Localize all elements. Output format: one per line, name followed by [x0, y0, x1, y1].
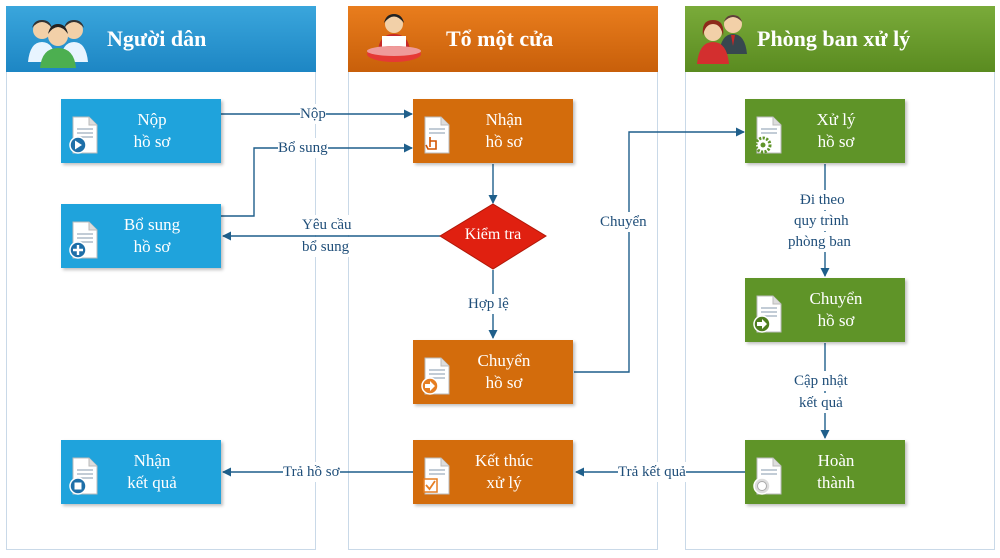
- node-label-line2: hồ sơ: [485, 373, 523, 392]
- node-label-line2: thành: [817, 473, 855, 492]
- edge-label-di-theo-3: phòng ban: [788, 232, 851, 252]
- add-doc-icon: [69, 221, 98, 259]
- done-doc-icon: [753, 457, 782, 495]
- node-label-line2: hồ sơ: [485, 132, 523, 151]
- edge-label-tra-ket-qua: Trả kết quả: [618, 462, 686, 482]
- edge-label-cap-nhat-2: kết quả: [799, 393, 843, 413]
- node-chuyen-ho-so-desk[interactable]: Chuyển hồ sơ: [413, 340, 573, 404]
- node-label-line1: Hoàn: [817, 451, 855, 470]
- forward-doc-icon: [421, 357, 450, 395]
- lane-citizen-header: Người dân: [6, 6, 316, 72]
- node-label-line1: Kết thúc: [474, 451, 534, 470]
- edge-label-tra-ho-so: Trả hồ sơ: [283, 462, 340, 482]
- node-label-line1: Nhận: [133, 451, 171, 470]
- lane-dept-title: Phòng ban xử lý: [757, 26, 911, 51]
- node-xu-ly-ho-so[interactable]: Xử lý hồ sơ: [745, 99, 905, 163]
- lane-dept-header: Phòng ban xử lý: [685, 6, 995, 72]
- node-label-line2: hồ sơ: [817, 132, 855, 151]
- staff-icon: [697, 15, 747, 64]
- kiem-tra-label: Kiểm tra: [464, 226, 522, 243]
- node-label-line2: hồ sơ: [133, 237, 171, 256]
- check-doc-icon: [423, 457, 450, 495]
- edge-label-chuyen: Chuyển: [600, 212, 647, 232]
- lane-citizen-title: Người dân: [107, 26, 207, 51]
- node-nop-ho-so[interactable]: Nộp hồ sơ: [61, 99, 221, 163]
- forward-doc-icon: [753, 295, 782, 333]
- edge-label-hop-le: Hợp lệ: [468, 294, 509, 314]
- node-label-line1: Bổ sung: [123, 215, 181, 234]
- edge-chuyen: [574, 127, 745, 373]
- node-label-line2: hồ sơ: [817, 311, 855, 330]
- node-bo-sung-ho-so[interactable]: Bổ sung hồ sơ: [61, 204, 221, 268]
- kiem-tra-diamond: [439, 203, 547, 270]
- node-nhan-ket-qua[interactable]: Nhận kết quả: [61, 440, 221, 504]
- receive-doc-icon: [69, 457, 98, 495]
- node-label-line1: Xử lý: [816, 110, 856, 129]
- hand-pointer-doc-icon: [424, 116, 450, 154]
- edge-label-cap-nhat-1: Cập nhật: [794, 371, 848, 391]
- gear-doc-icon: [754, 116, 782, 154]
- clerk-icon: [367, 14, 421, 62]
- node-hoan-thanh[interactable]: Hoàn thành: [745, 440, 905, 504]
- edge-label-yeu-cau-2: bổ sung: [302, 237, 350, 257]
- lane-desk-header: Tổ một cửa: [348, 6, 658, 72]
- node-chuyen-ho-so-dept[interactable]: Chuyển hồ sơ: [745, 278, 905, 342]
- node-label-line2: xử lý: [486, 473, 522, 492]
- people-icon: [28, 20, 88, 68]
- edge-bo-sung: [221, 143, 413, 217]
- submit-doc-icon: [69, 116, 98, 154]
- edge-label-yeu-cau-1: Yêu cầu: [302, 215, 352, 235]
- node-label-line2: hồ sơ: [133, 132, 171, 151]
- edge-label-di-theo-1: Đi theo: [800, 190, 845, 210]
- node-label-line1: Nhận: [485, 110, 523, 129]
- node-label-line2: kết quả: [127, 473, 177, 492]
- node-label-line1: Chuyển: [809, 289, 863, 308]
- node-nhan-ho-so[interactable]: Nhận hồ sơ: [413, 99, 573, 163]
- lane-desk-title: Tổ một cửa: [446, 26, 554, 51]
- node-label-line1: Chuyển: [477, 351, 531, 370]
- edge-label-bo-sung: Bổ sung: [278, 138, 328, 158]
- edge-label-di-theo-2: quy trình: [794, 211, 849, 231]
- edge-label-nop: Nộp: [300, 104, 326, 124]
- node-ket-thuc-xu-ly[interactable]: Kết thúc xử lý: [413, 440, 573, 504]
- node-label-line1: Nộp: [137, 110, 167, 129]
